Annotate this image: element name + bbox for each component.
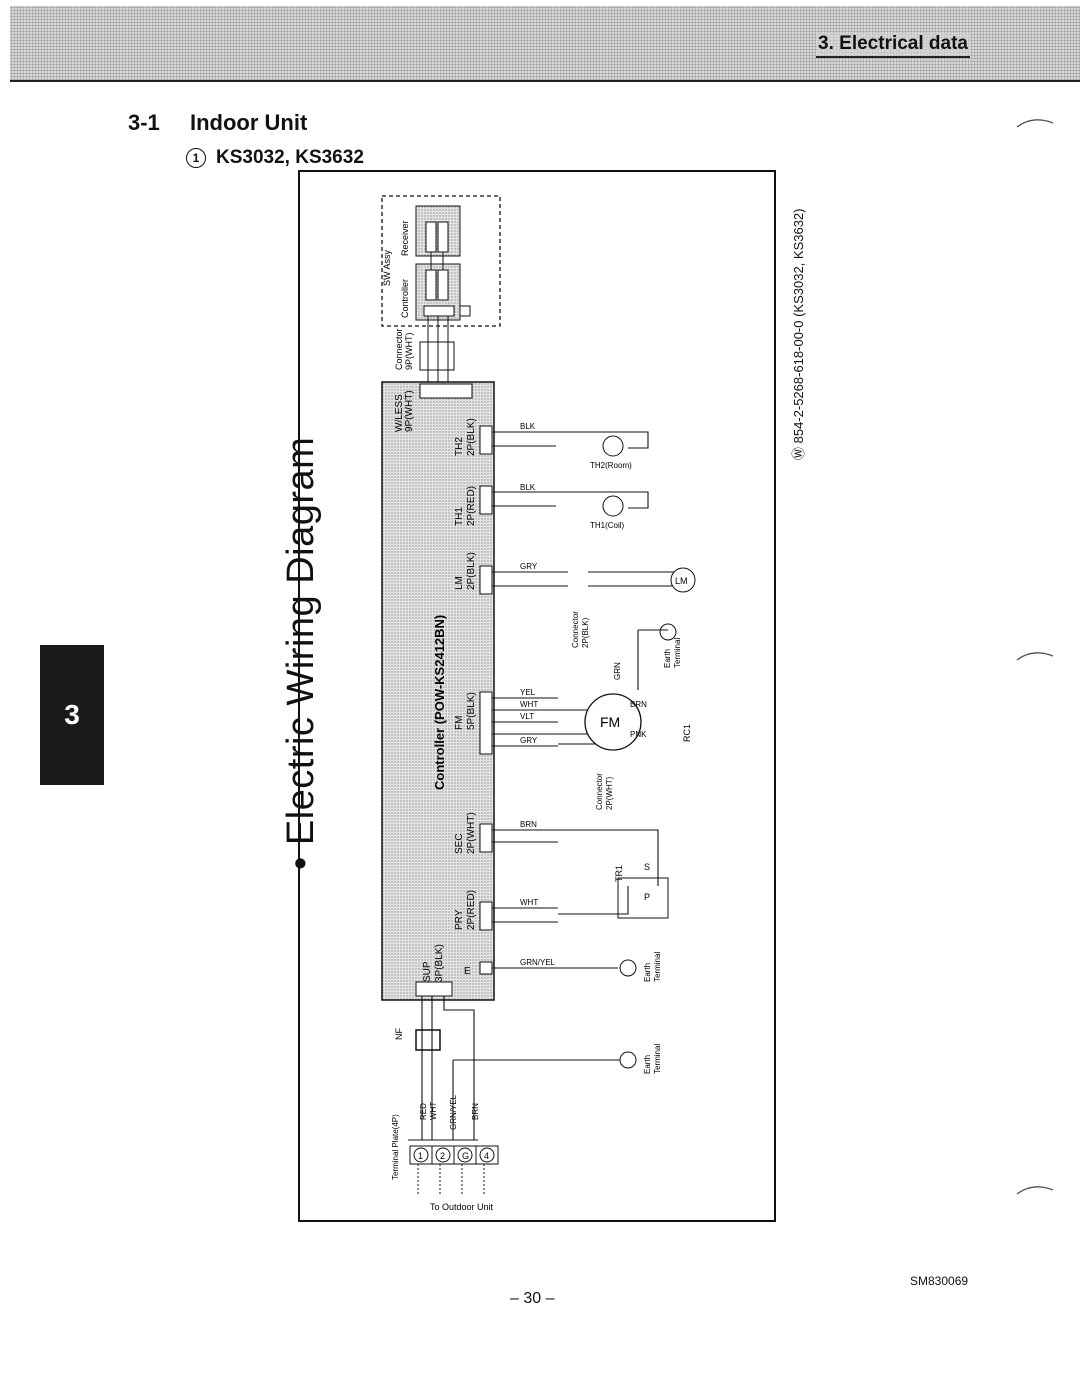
connector-sec-sub: 2P(WHT) bbox=[605, 776, 614, 810]
wire-blk-2: BLK bbox=[520, 483, 536, 492]
th2-sub: 2P(BLK) bbox=[466, 418, 477, 456]
sw-controller-label: Controller bbox=[400, 279, 410, 318]
section-title: 3. Electrical data bbox=[816, 33, 970, 58]
lm-label: LM bbox=[454, 576, 465, 590]
th2-label: TH2 bbox=[454, 437, 465, 456]
nf-label: NF bbox=[394, 1028, 404, 1040]
terminal-num-2: 2 bbox=[440, 1151, 445, 1161]
sup-sub: 3P(BLK) bbox=[434, 944, 445, 982]
wire-blk-1: BLK bbox=[520, 422, 536, 431]
wire-wht-3: WHT bbox=[429, 1102, 438, 1120]
earth-label-1: Earth bbox=[663, 649, 672, 668]
terminal-num-1: 1 bbox=[418, 1151, 423, 1161]
terminal-plate-label: Terminal Plate(4P) bbox=[391, 1114, 400, 1180]
terminal-label-1: Terminal bbox=[673, 638, 682, 668]
edge-arc-2 bbox=[1016, 652, 1054, 661]
chapter-tab-number: 3 bbox=[64, 699, 80, 730]
sec-sub: 2P(WHT) bbox=[466, 812, 477, 854]
controller-board bbox=[381, 381, 495, 1001]
sw-assy-label: SW Assy bbox=[382, 249, 392, 286]
th1-label: TH1 bbox=[454, 507, 465, 526]
fm-label: FM bbox=[454, 716, 465, 730]
th1-sensor-label: TH1(Coil) bbox=[590, 521, 625, 530]
pry-sub: 2P(RED) bbox=[466, 890, 477, 930]
wire-grn-yel-2: GRN/YEL bbox=[449, 1094, 458, 1130]
connector-lm-label: Connector bbox=[571, 611, 580, 648]
wiring-diagram: Controller (POW-KS2412BN) SW Assy Contro… bbox=[298, 170, 776, 1222]
th2-sensor-label: TH2(Room) bbox=[590, 461, 632, 470]
fm-motor-label: FM bbox=[600, 714, 620, 730]
wire-wht-2: WHT bbox=[520, 898, 538, 907]
edge-arc-3 bbox=[1016, 1186, 1054, 1195]
diagram-frame bbox=[298, 170, 776, 1222]
controller-label: Controller (POW-KS2412BN) bbox=[432, 615, 447, 790]
wire-grn-yel: GRN/YEL bbox=[520, 958, 556, 967]
document-id: SM830069 bbox=[910, 1274, 969, 1288]
wire-brn-3: BRN bbox=[471, 1103, 480, 1120]
sup-e: E bbox=[464, 966, 471, 977]
sw-assy-box bbox=[381, 195, 501, 327]
wless-label: W/LESS bbox=[394, 394, 405, 432]
terminal-num-g: G bbox=[462, 1151, 469, 1161]
connector-sec-label: Connector bbox=[595, 773, 604, 810]
terminal-label-2: Terminal bbox=[653, 952, 662, 982]
tr1-label: TR1 bbox=[614, 865, 624, 882]
wire-brn-1: BRN bbox=[520, 820, 537, 829]
model-title: 1 KS3032, KS3632 bbox=[186, 147, 364, 169]
receiver-label: Receiver bbox=[400, 220, 410, 256]
terminal-num-4: 4 bbox=[484, 1151, 489, 1161]
fm-sub: 5P(BLK) bbox=[466, 692, 477, 730]
edge-arc-1 bbox=[1016, 119, 1054, 128]
lm-motor bbox=[670, 567, 696, 593]
wire-pnk: PNK bbox=[630, 730, 647, 739]
th1-sub: 2P(RED) bbox=[466, 486, 477, 526]
diagram-doc-code: Ⓦ 854-2-5268-618-00-0 (KS3032, KS3632) bbox=[791, 208, 806, 461]
subsection-number: 3-1 bbox=[128, 110, 160, 135]
page-number: – 30 – bbox=[510, 1290, 555, 1307]
subsection-title: Indoor Unit bbox=[190, 110, 308, 135]
sec-label: SEC bbox=[454, 833, 465, 854]
fm-motor bbox=[584, 693, 642, 751]
item-marker: 1 bbox=[186, 148, 206, 168]
sup-label: SUP bbox=[422, 961, 433, 982]
wire-yel: YEL bbox=[520, 688, 536, 697]
p-label: P bbox=[644, 892, 650, 902]
chapter-tab: 3 bbox=[40, 645, 104, 785]
header-rule bbox=[10, 80, 1080, 82]
terminal-label-3: Terminal bbox=[653, 1044, 662, 1074]
wire-gry-2: GRY bbox=[520, 736, 538, 745]
wire-vlt: VLT bbox=[520, 712, 534, 721]
wire-brn-2: BRN bbox=[630, 700, 647, 709]
wire-wht-1: WHT bbox=[520, 700, 538, 709]
s-label: S bbox=[644, 862, 650, 872]
connector-9p-label: Connector bbox=[394, 328, 404, 370]
earth-label-2: Earth bbox=[643, 963, 652, 982]
lm-sub: 2P(BLK) bbox=[466, 552, 477, 590]
to-outdoor-label: To Outdoor Unit bbox=[430, 1202, 494, 1212]
connector-9p-sub: 9P(WHT) bbox=[404, 333, 414, 371]
wless-sub: 9P(WHT) bbox=[404, 390, 415, 432]
lm-motor-label: LM bbox=[675, 576, 688, 586]
wire-red: RED bbox=[419, 1103, 428, 1120]
model-title-text: KS3032, KS3632 bbox=[216, 147, 364, 168]
rc1-label: RC1 bbox=[682, 724, 692, 742]
wire-gry-1: GRY bbox=[520, 562, 538, 571]
pry-label: PRY bbox=[454, 909, 465, 930]
wire-grn: GRN bbox=[613, 662, 622, 680]
earth-label-3: Earth bbox=[643, 1055, 652, 1074]
connector-lm-sub: 2P(BLK) bbox=[581, 617, 590, 648]
